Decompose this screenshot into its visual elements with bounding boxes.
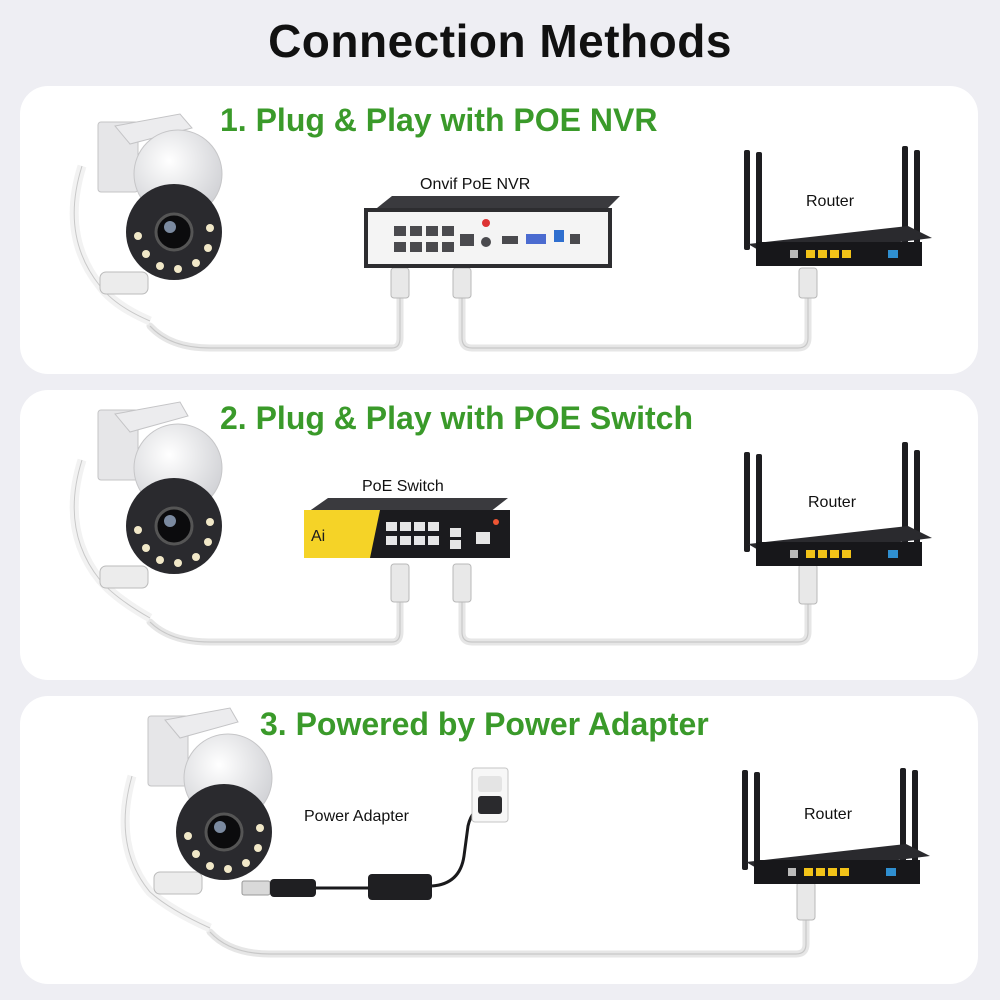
method-panel-nvr: 1. Plug & Play with POE NVR Onvif PoE NV… — [20, 86, 978, 374]
router-icon — [744, 146, 932, 266]
router-label: Router — [804, 806, 853, 823]
router-label: Router — [806, 193, 855, 210]
rj45-plug-icon — [796, 881, 816, 921]
ptz-camera-icon — [69, 113, 223, 326]
router-icon — [742, 768, 930, 884]
wall-outlet-icon — [471, 767, 509, 823]
router-label: Router — [808, 494, 857, 511]
ethernet-cable-camera-nvr — [146, 292, 812, 352]
method-heading: 2. Plug & Play with POE Switch — [220, 400, 693, 436]
rj45-plug-icon — [390, 563, 818, 605]
nvr-label: Onvif PoE NVR — [420, 176, 531, 193]
nvr-device-icon — [364, 196, 620, 268]
rj45-plug-icon — [390, 267, 818, 299]
method-heading: 3. Powered by Power Adapter — [260, 706, 709, 742]
page-title: Connection Methods — [268, 15, 732, 67]
power-adapter-icon — [241, 802, 489, 900]
method-heading: 1. Plug & Play with POE NVR — [220, 102, 658, 138]
router-icon — [744, 442, 932, 566]
ptz-camera-icon — [69, 401, 223, 622]
power-adapter-label: Power Adapter — [304, 808, 409, 825]
method-panel-adapter: 3. Powered by Power Adapter Power Adapte… — [20, 696, 978, 984]
method-panel-switch: Ai 2. Plug & Play with POE Switch PoE Sw… — [20, 390, 978, 680]
poe-switch-icon — [304, 498, 510, 558]
switch-label: PoE Switch — [362, 478, 444, 495]
ptz-camera-icon — [120, 707, 273, 933]
switch-brand: Ai — [311, 528, 325, 545]
